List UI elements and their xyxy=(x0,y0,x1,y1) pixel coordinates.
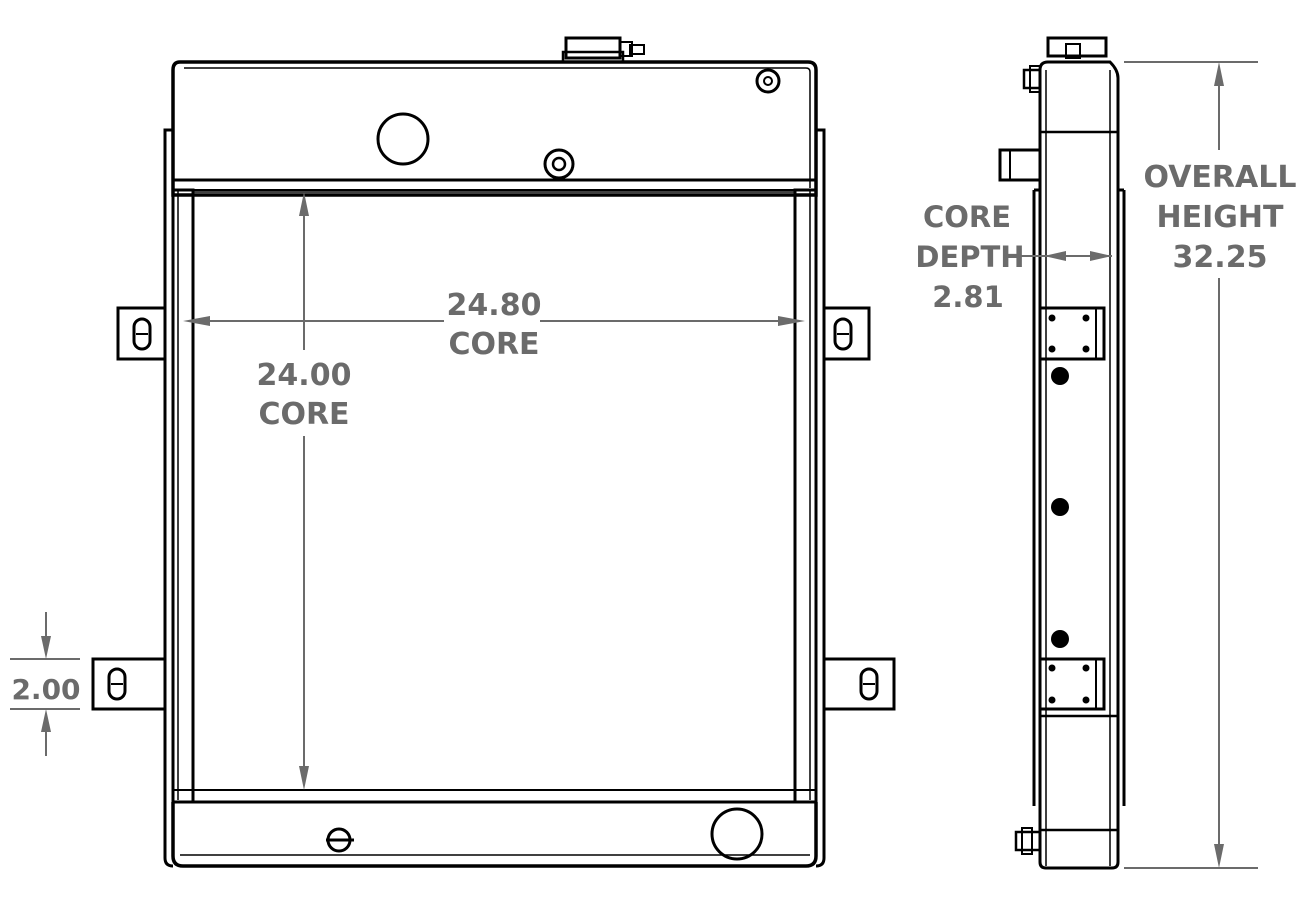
overall-height-label-1: OVERALL xyxy=(1144,160,1297,195)
side-vent-fitting xyxy=(1022,65,1042,93)
side-filler-cap xyxy=(1046,36,1108,59)
core-depth-label-2: DEPTH xyxy=(915,240,1024,274)
drain-plug xyxy=(326,827,354,853)
side-bracket-upper xyxy=(1038,306,1106,361)
upper-hose-inlet xyxy=(376,112,430,166)
vent-fitting xyxy=(755,68,781,94)
side-drain-fitting xyxy=(1014,827,1042,855)
side-upper-nozzle xyxy=(998,148,1042,182)
mounting-bracket-lower-right xyxy=(822,657,896,711)
core-width-label: CORE xyxy=(448,327,539,362)
core-width-value: 24.80 xyxy=(447,288,542,323)
mounting-bracket-lower-left xyxy=(91,657,167,711)
side-port-2 xyxy=(1051,498,1069,516)
mounting-bracket-upper-left xyxy=(116,306,167,361)
side-view xyxy=(998,36,1126,870)
core-height-label: CORE xyxy=(258,397,349,432)
radiator-frame xyxy=(163,60,826,868)
core-height-value: 24.00 xyxy=(257,358,352,393)
overall-height-label-2: HEIGHT xyxy=(1157,200,1284,235)
side-port-1 xyxy=(1051,367,1069,385)
filler-cap xyxy=(561,36,645,64)
bracket-spacing-value: 2.00 xyxy=(11,673,80,706)
core-depth-label-1: CORE xyxy=(923,200,1011,234)
overall-height-value: 32.25 xyxy=(1173,240,1268,275)
dim-core-width: 24.80 CORE xyxy=(183,288,805,362)
mounting-bracket-upper-right xyxy=(822,306,871,361)
upper-fitting xyxy=(543,148,575,180)
side-bracket-lower xyxy=(1038,657,1106,711)
dim-core-height: 24.00 CORE xyxy=(257,192,352,790)
lower-hose-outlet xyxy=(710,807,764,861)
side-port-3 xyxy=(1051,630,1069,648)
dim-core-depth: CORE DEPTH 2.81 xyxy=(915,200,1112,314)
front-view xyxy=(91,36,896,868)
core-depth-value: 2.81 xyxy=(932,280,1004,314)
dim-overall-height: OVERALL HEIGHT 32.25 xyxy=(1124,61,1297,869)
dim-bracket-spacing: 2.00 xyxy=(10,612,81,756)
